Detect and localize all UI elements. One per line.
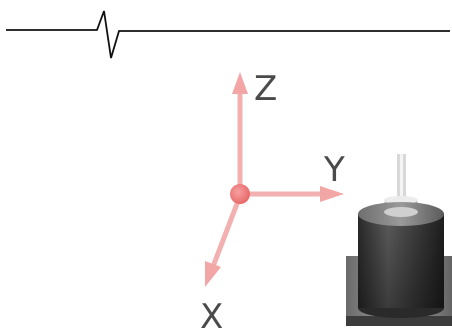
y-axis-arrow <box>239 186 344 202</box>
accelerometer-sensor-icon <box>346 154 452 326</box>
z-axis-arrow <box>232 72 248 195</box>
x-axis-arrow <box>205 193 243 287</box>
signal-spike-icon <box>6 10 450 59</box>
z-axis-label: Z <box>254 69 277 109</box>
origin-point <box>230 184 250 204</box>
y-axis-label: Y <box>323 150 345 190</box>
x-axis-label: X <box>200 297 223 332</box>
axes-icon <box>205 72 344 287</box>
